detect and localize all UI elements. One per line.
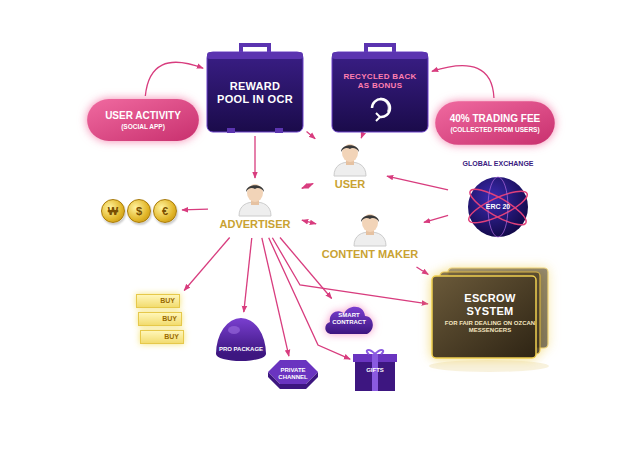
node-text: BUY xyxy=(136,294,180,308)
node-text: 40% TRADING FEE xyxy=(450,113,541,125)
exchange-globe: GLOBAL EXCHANGE ERC 20 xyxy=(450,160,546,242)
connector xyxy=(272,238,428,304)
gift-box: GIFTS xyxy=(352,348,398,392)
person-node: ADVERTISER xyxy=(210,180,300,236)
node-text: BUY xyxy=(138,312,182,326)
connector xyxy=(280,238,332,299)
node-text: GIFTS xyxy=(366,367,384,374)
node-text: PRO PACKAGE xyxy=(219,346,263,353)
node-text: PRIVATE CHANNEL xyxy=(270,367,316,381)
source-bubble: 40% TRADING FEE(COLLECTED FROM USERS) xyxy=(434,100,556,146)
node-text: USER ACTIVITY xyxy=(105,110,181,122)
connector xyxy=(182,209,208,211)
connector xyxy=(145,62,203,96)
node-text: REWARD POOL IN OCR xyxy=(215,80,295,105)
node-text: FOR FAIR DEALING ON OZCAN MESSENGERS xyxy=(442,320,538,334)
escrow-panel: ESCROW SYSTEM FOR FAIR DEALING ON OZCAN M… xyxy=(430,266,550,360)
node-text: CONTENT MAKER xyxy=(322,248,419,261)
connector xyxy=(302,184,313,189)
person-icon xyxy=(330,140,370,176)
node-text: USER xyxy=(335,178,366,191)
person-node: USER xyxy=(315,140,385,196)
contract-cloud: SMART CONTRACT xyxy=(322,300,376,338)
connector xyxy=(254,136,255,178)
source-bubble: USER ACTIVITY(SOCIAL APP) xyxy=(86,98,200,142)
channel-tile: PRIVATE CHANNEL xyxy=(266,358,320,390)
node-text: (SOCIAL APP) xyxy=(121,123,165,130)
node-text: ₩ xyxy=(101,199,125,223)
connector xyxy=(416,267,428,274)
node-text: GLOBAL EXCHANGE xyxy=(462,160,533,174)
connector xyxy=(432,66,494,98)
connector xyxy=(424,215,448,222)
connector xyxy=(244,238,252,312)
connector xyxy=(387,176,448,190)
node-text: SMART CONTRACT xyxy=(326,312,372,326)
node-text: € xyxy=(153,199,177,223)
node-text: ESCROW SYSTEM xyxy=(442,292,538,317)
suitcase-box: RECYCLED BACK AS BONUS xyxy=(330,42,430,134)
suitcase-box: REWARD POOL IN OCR xyxy=(205,42,305,134)
node-text: BUY xyxy=(140,330,184,344)
connector xyxy=(184,238,229,291)
connector xyxy=(307,131,316,138)
connector xyxy=(361,136,363,138)
node-text: RECYCLED BACK AS BONUS xyxy=(340,72,420,90)
node-text: ERC 20 xyxy=(486,203,511,211)
person-node: CONTENT MAKER xyxy=(318,210,422,266)
node-text: ADVERTISER xyxy=(220,218,291,231)
ground-shadow xyxy=(429,360,549,372)
person-icon xyxy=(235,180,275,216)
globe-body: ERC 20 xyxy=(465,174,531,240)
person-icon xyxy=(350,210,390,246)
connector xyxy=(302,220,316,224)
buy-stack: BUY BUY BUY xyxy=(128,292,188,350)
dome-shape xyxy=(214,314,268,362)
node-text: (COLLECTED FROM USERS) xyxy=(450,126,539,133)
connector xyxy=(262,238,289,356)
package-dome: PRO PACKAGE xyxy=(214,314,268,362)
coin-stack: ₩$€ xyxy=(98,196,180,226)
node-text: $ xyxy=(127,199,151,223)
